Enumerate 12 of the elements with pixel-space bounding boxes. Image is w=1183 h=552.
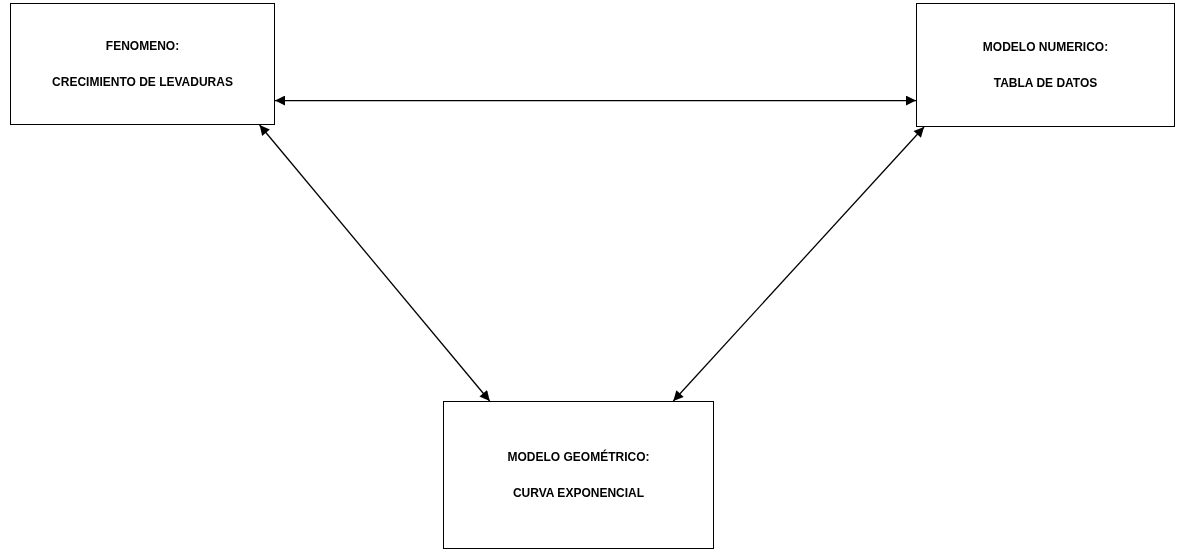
box-heading: MODELO NUMERICO: [982, 40, 1109, 54]
box-heading: FENOMENO: [105, 39, 180, 53]
box-text: CURVA EXPONENCIAL [512, 486, 645, 500]
box-text: TABLA DE DATOS [993, 76, 1098, 90]
double-headed-arrow [672, 126, 925, 402]
double-headed-arrow [274, 95, 917, 106]
text-box [916, 3, 1175, 127]
text-box [10, 3, 275, 125]
box-heading: MODELO GEOMÉTRICO: [507, 450, 650, 464]
text-box [443, 401, 714, 549]
double-headed-arrow [258, 124, 491, 402]
box-text: CRECIMIENTO DE LEVADURAS [52, 75, 233, 89]
